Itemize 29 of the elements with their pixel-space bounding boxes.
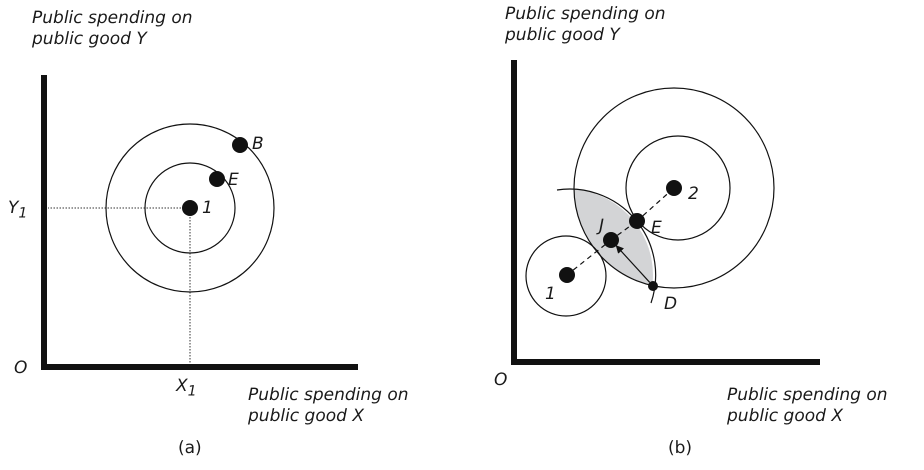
point-label: E	[651, 218, 662, 239]
point-dot	[666, 180, 682, 196]
dashed-line	[572, 244, 606, 270]
point-label: E	[228, 170, 239, 191]
point-label: B	[252, 134, 264, 155]
tick-label: Y$_{1}$	[8, 198, 28, 224]
point-dot	[629, 213, 645, 229]
point-dot	[232, 137, 248, 153]
panel-label: (b)	[668, 438, 692, 459]
point-label: 2	[688, 184, 699, 205]
axis-title: Public spending on public good Y	[505, 4, 667, 46]
point-dot	[603, 232, 619, 248]
tick-label: X$_{1}$	[176, 376, 197, 402]
point-label: 1	[545, 284, 556, 305]
point-dot	[209, 171, 225, 187]
axis-title: Public spending on public good Y	[32, 8, 194, 50]
point-dot	[648, 281, 658, 291]
point-label: D	[664, 294, 678, 315]
panel-label: (a)	[178, 438, 202, 459]
dashed-line	[642, 192, 668, 216]
point-dot	[182, 200, 198, 216]
dashed-line	[617, 225, 631, 236]
arrow	[616, 245, 650, 283]
axis-title: Public spending on public good X	[248, 385, 410, 427]
origin-label: O	[14, 358, 28, 379]
point-label: 1	[202, 198, 213, 219]
point-dot	[559, 267, 575, 283]
origin-label: O	[494, 370, 508, 391]
axis-title: Public spending on public good X	[727, 385, 889, 427]
